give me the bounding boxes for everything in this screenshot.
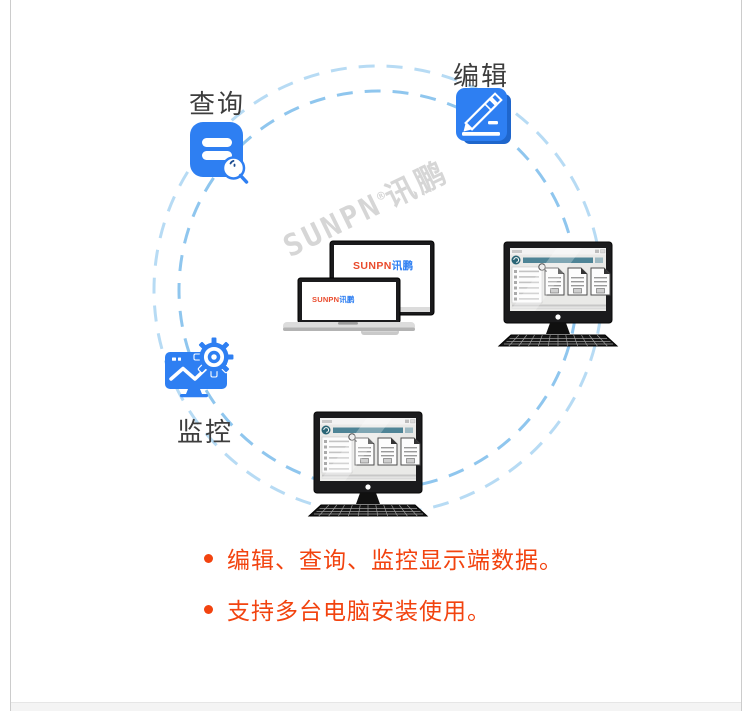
page-left-border	[10, 0, 11, 711]
monitor-label: 监控	[177, 417, 234, 447]
bullet-dot-icon	[204, 604, 213, 614]
list-item: 编辑、查询、监控显示端数据。	[204, 541, 563, 575]
workstation-right	[497, 241, 619, 347]
page-right-border	[741, 0, 742, 711]
gear-icon	[193, 337, 235, 378]
desktop-logo-cn: 讯鹏	[391, 260, 414, 272]
edit-label: 编辑	[453, 61, 510, 91]
monitor-gear-icon	[165, 337, 235, 398]
laptop-logo-cn: 讯鹏	[339, 295, 355, 304]
bullet-text: 支持多台电脑安装使用。	[227, 598, 491, 624]
feature-bullet-list: 编辑、查询、监控显示端数据。 支持多台电脑安装使用。	[204, 541, 563, 643]
edit-pencil-icon	[456, 88, 511, 144]
desktop-logo-en: SUNPN	[353, 260, 392, 272]
desktop-screen-logo: SUNPN讯鹏	[353, 258, 413, 273]
list-item: 支持多台电脑安装使用。	[204, 592, 563, 626]
section-divider	[11, 702, 741, 711]
query-label: 查询	[189, 89, 246, 119]
workstation-bottom	[307, 411, 429, 517]
query-search-icon	[190, 122, 249, 184]
bullet-dot-icon	[204, 553, 213, 563]
laptop-screen-logo: SUNPN讯鹏	[312, 294, 354, 305]
bullet-text: 编辑、查询、监控显示端数据。	[227, 547, 563, 573]
center-computers	[283, 240, 435, 335]
laptop-logo-en: SUNPN	[312, 295, 340, 304]
